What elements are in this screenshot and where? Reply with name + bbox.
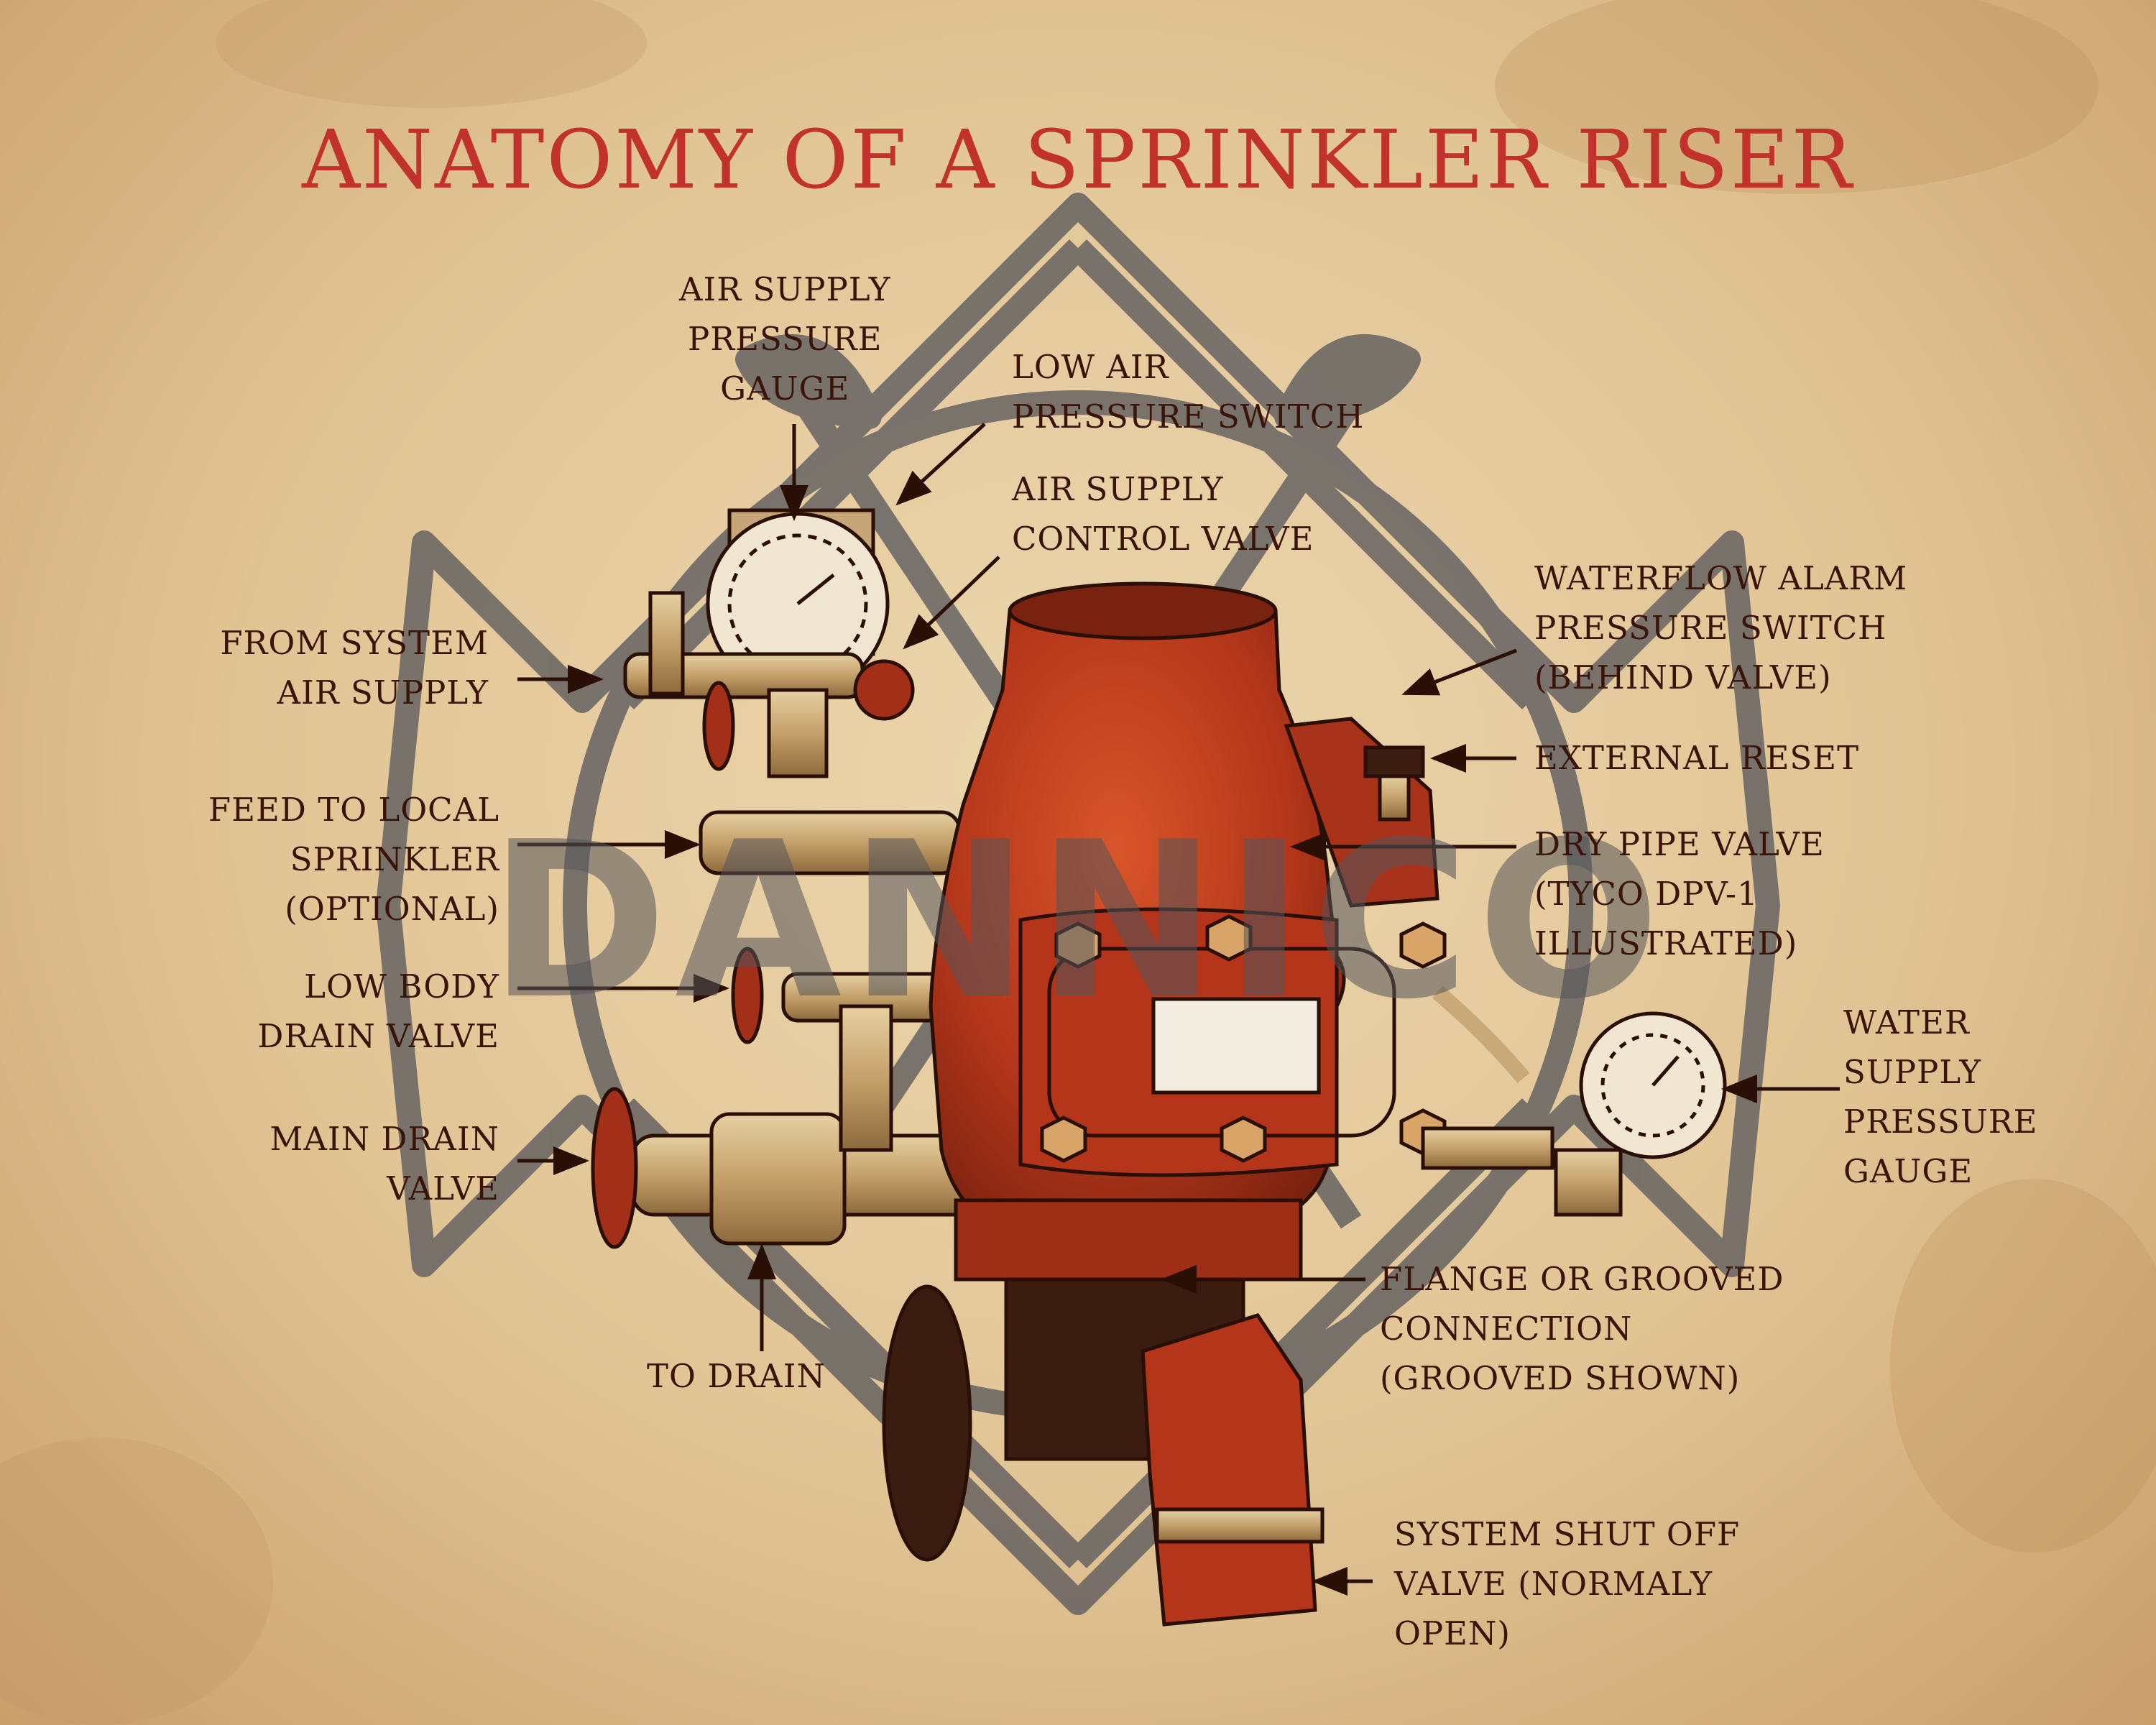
label-external-reset: EXTERNAL RESET [1534,739,1860,777]
watermark-text: DANNICO [489,796,1667,1046]
label-to-drain: TO DRAIN [647,1357,826,1395]
diagram-title: ANATOMY OF A SPRINKLER RISER [302,114,1854,207]
sprinkler-riser-illustration [591,508,1727,1627]
leader-arrows [517,423,1840,1596]
